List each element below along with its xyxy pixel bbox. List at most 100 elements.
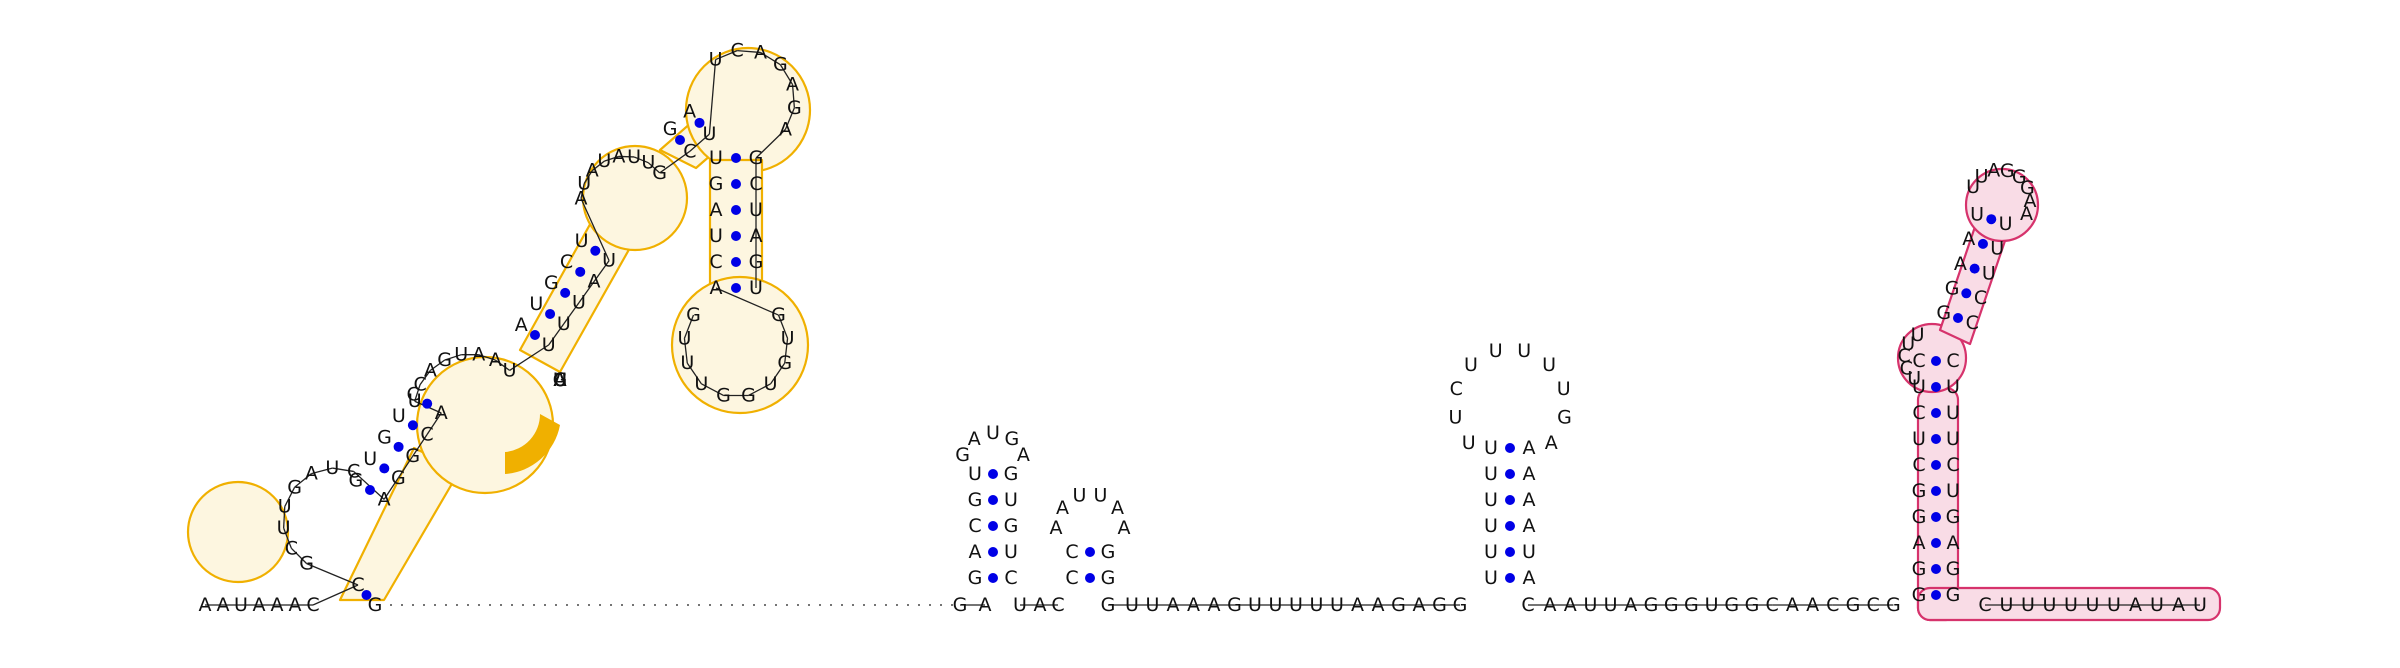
nucleotide-U: U [1484, 437, 1498, 459]
nucleotide-U: U [1912, 428, 1926, 450]
nucleotide-U: U [1248, 594, 1262, 616]
nucleotide-G: G [716, 384, 731, 406]
base-pair-dot [694, 117, 705, 128]
nucleotide-U: U [454, 344, 468, 366]
nucleotide-U: U [277, 517, 291, 539]
backbone-segment [784, 107, 795, 130]
nucleotide-A: A [1208, 594, 1221, 616]
nucleotide-U: U [1289, 594, 1303, 616]
backbone-segment [683, 338, 688, 364]
nucleotide-G: G [1101, 594, 1116, 616]
nucleotide-U: U [553, 369, 567, 391]
nucleotide-G: G [686, 304, 701, 326]
nucleotide-U: U [1946, 480, 1960, 502]
nucleotide-U: U [2086, 594, 2100, 616]
nucleotide-U: U [529, 293, 543, 315]
nucleotide-U: U [1484, 489, 1498, 511]
base-pair-dot [560, 287, 571, 298]
nucleotide-U: U [641, 152, 655, 174]
nucleotide-U: U [1946, 428, 1960, 450]
nucleotide-G: G [968, 489, 983, 511]
nucleotide-U: U [542, 334, 556, 356]
nucleotide-A: A [754, 41, 767, 63]
backbone-segment [580, 198, 610, 261]
nucleotide-C: C [749, 173, 762, 195]
nucleotide-G: G [1664, 594, 1679, 616]
base-pair-dot [1085, 547, 1095, 557]
nucleotide-G: G [953, 594, 968, 616]
nucleotide-G: G [1912, 558, 1927, 580]
backbone-segment [548, 323, 565, 346]
base-pair-dot [393, 441, 404, 452]
base-pair-dot [1986, 214, 1997, 225]
backbone-segment [290, 547, 308, 565]
nucleotide-A: A [1413, 594, 1426, 616]
nucleotide-C: C [1966, 312, 1979, 334]
nucleotide-C: C [306, 594, 319, 616]
base-pair-dot [422, 398, 433, 409]
nucleotide-A: A [1050, 517, 1063, 539]
nucleotide-G: G [1912, 480, 1927, 502]
nucleotide-G: G [391, 467, 406, 489]
nucleotide-G: G [1391, 594, 1406, 616]
nucleotide-G: G [299, 553, 314, 575]
base-pair-dot [1931, 538, 1941, 548]
nucleotide-A: A [489, 349, 502, 371]
nucleotide-A: A [1034, 594, 1047, 616]
backbone-segment [294, 473, 312, 488]
nucleotide-U: U [1489, 340, 1503, 362]
nucleotide-U: U [1946, 402, 1960, 424]
backbone-segment [312, 584, 359, 606]
nucleotide-C: C [285, 537, 298, 559]
nucleotide-U: U [986, 422, 1000, 444]
nucleotide-C: C [1912, 350, 1925, 372]
nucleotide-U: U [1542, 354, 1556, 376]
nucleotide-C: C [1867, 594, 1880, 616]
nucleotide-G: G [1936, 302, 1951, 324]
nucleotide-U: U [1970, 203, 1984, 225]
nucleotide-A: A [554, 369, 567, 391]
nucleotide-U: U [2043, 594, 2057, 616]
nucleotide-U: U [1705, 594, 1719, 616]
nucleotide-U: U [1522, 541, 1536, 563]
nucleotide-U: U [1094, 485, 1108, 507]
backbone-segment [495, 359, 510, 371]
backbone-segment [701, 383, 724, 397]
base-pair-dot [1931, 434, 1941, 444]
nucleotide-U: U [680, 352, 694, 374]
nucleotide-U: U [1269, 594, 1283, 616]
nucleotide-A: A [271, 594, 284, 616]
base-pair-dot [988, 495, 998, 505]
nucleotide-U: U [1901, 333, 1915, 355]
nucleotide-G: G [1846, 594, 1861, 616]
nucleotide-G: G [749, 251, 764, 273]
nucleotide-G: G [368, 594, 383, 616]
nucleotide-G: G [2000, 160, 2015, 182]
base-pair-dot [731, 179, 741, 189]
nucleotide-U: U [627, 146, 641, 168]
nucleotide-C: C [1974, 287, 1987, 309]
nucleotide-C: C [1521, 594, 1534, 616]
base-pair-dot [988, 573, 998, 583]
nucleotide-C: C [709, 251, 722, 273]
nucleotide-U: U [557, 313, 571, 335]
backbone-segment [647, 162, 661, 174]
nucleotide-A: A [2020, 203, 2033, 225]
nucleotide-U: U [2021, 594, 2035, 616]
backbone-segment [737, 49, 761, 54]
nucleotide-C: C [553, 369, 566, 391]
nucleotide-U: U [1911, 324, 1925, 346]
nucleotide-G: G [1227, 594, 1242, 616]
backbone-segment [777, 314, 789, 339]
nucleotide-C: C [406, 383, 419, 405]
nucleotide-A: A [515, 314, 528, 336]
base-pair-dot [1505, 469, 1515, 479]
nucleotide-A: A [199, 594, 212, 616]
nucleotide-A: A [1523, 489, 1536, 511]
backbone-segment [583, 170, 593, 184]
nucleotide-A: A [2023, 190, 2036, 212]
nucleotide-A: A [1947, 532, 1960, 554]
nucleotide-G: G [1724, 594, 1739, 616]
nucleotide-U: U [1912, 376, 1926, 398]
